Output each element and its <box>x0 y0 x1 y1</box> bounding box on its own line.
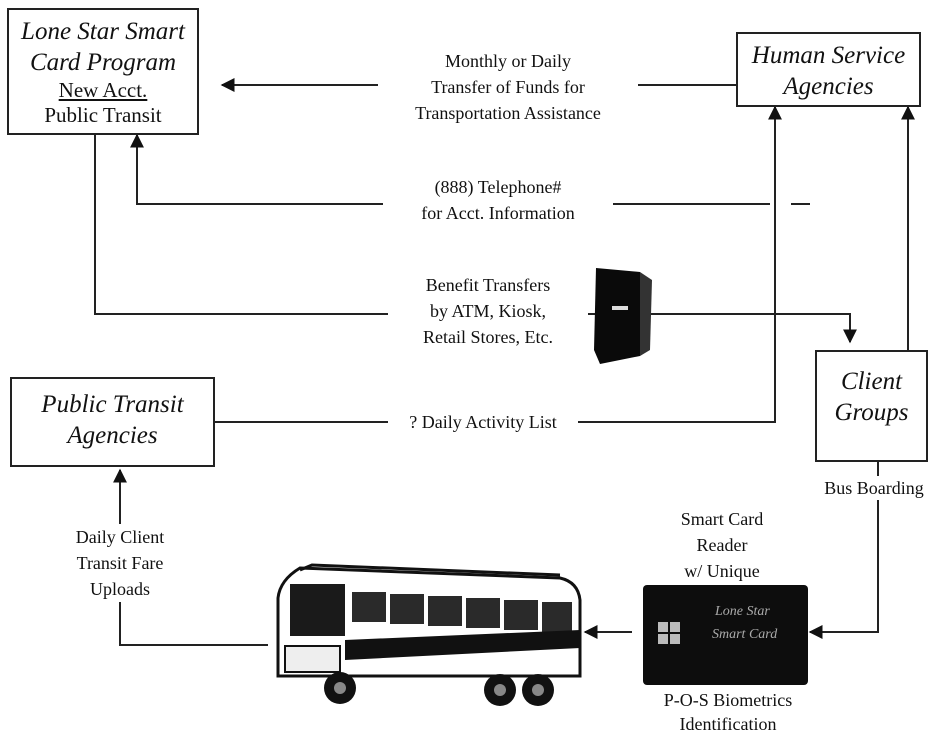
daily-activity-label: ? Daily Activity List <box>388 410 578 434</box>
benefit-transfers-label: Benefit Transfers by ATM, Kiosk, Retail … <box>388 272 588 350</box>
bus-boarding-label: Bus Boarding <box>812 476 936 500</box>
card-reader-label: Smart Card Reader w/ Unique <box>652 506 792 584</box>
fare-uploads-label: Daily Client Transit Fare Uploads <box>58 524 182 602</box>
telephone-label: (888) Telephone# for Acct. Information <box>383 174 613 226</box>
lone-star-title-2: Card Program <box>29 49 177 76</box>
lone-star-new-acct: New Acct. <box>58 78 148 102</box>
lone-star-title-1: Lone Star Smart <box>21 18 185 45</box>
client-groups-box: Client Groups <box>815 350 928 462</box>
human-service-agencies-box: Human Service Agencies <box>736 32 921 107</box>
lone-star-program-box: Lone Star Smart Card Program New Acct. P… <box>7 8 199 135</box>
daily-activity-arrow <box>215 105 782 423</box>
pta-title-2: Agencies <box>67 422 158 449</box>
pos-biometrics-label: P-O-S Biometrics Identification <box>638 688 818 736</box>
bus-image <box>276 563 582 706</box>
funds-transfer-label: Monthly or Daily Transfer of Funds for T… <box>378 48 638 126</box>
client-groups-title-1: Client <box>840 368 903 395</box>
card-text-line1: Lone Star <box>714 604 770 619</box>
hsa-title-1: Human Service <box>751 42 906 69</box>
client-groups-title-2: Groups <box>834 399 909 426</box>
lone-star-public-transit: Public Transit <box>44 103 162 127</box>
smart-card-image: Lone Star Smart Card <box>643 585 808 685</box>
atm-kiosk-image <box>594 268 652 364</box>
bus-boarding-arrow <box>808 462 879 639</box>
pta-title-1: Public Transit <box>41 391 184 418</box>
public-transit-agencies-box: Public Transit Agencies <box>10 377 215 467</box>
card-text-line2: Smart Card <box>712 627 778 642</box>
hsa-title-2: Agencies <box>783 73 874 100</box>
